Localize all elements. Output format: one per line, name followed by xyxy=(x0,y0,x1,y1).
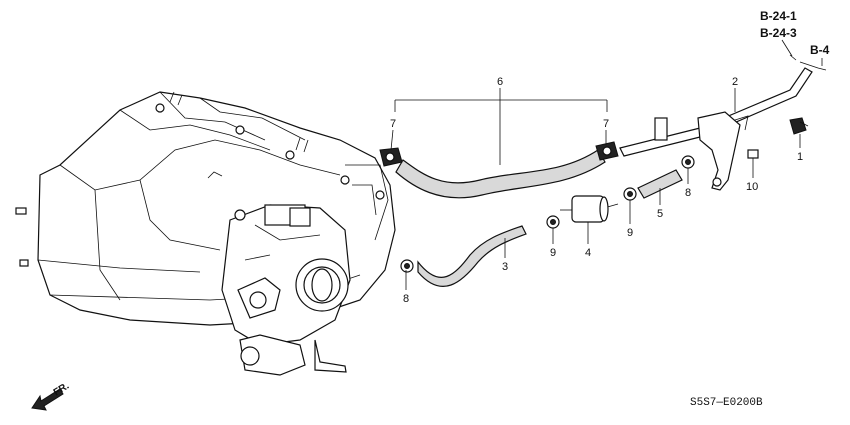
ref-b24-3: B-24-3 xyxy=(760,26,797,40)
callout-8-right: 8 xyxy=(685,187,691,199)
water-filter-4 xyxy=(560,195,619,223)
water-hose-5 xyxy=(637,169,683,199)
hose-clamp-8-right xyxy=(681,155,695,169)
callout-2: 2 xyxy=(732,76,738,88)
hose-clamp-9-right xyxy=(623,187,637,201)
pipe-clip-1 xyxy=(789,117,809,135)
callout-3: 3 xyxy=(502,261,508,273)
callout-6: 6 xyxy=(497,76,503,88)
water-hose-6 xyxy=(395,149,606,199)
front-direction-arrow: FR. xyxy=(31,381,71,411)
callout-9-left: 9 xyxy=(550,247,556,259)
callout-1: 1 xyxy=(797,151,803,163)
hose-clamp-9-left xyxy=(546,215,560,229)
callout-4: 4 xyxy=(585,247,591,259)
ref-b24-1: B-24-1 xyxy=(760,9,797,23)
diagram-code: S5S7—E0200B xyxy=(690,397,763,409)
throttle-body xyxy=(221,204,351,376)
callout-7-left: 7 xyxy=(390,118,396,130)
callout-9-right: 9 xyxy=(627,227,633,239)
callout-8-left: 8 xyxy=(403,293,409,305)
water-pipe-2 xyxy=(619,54,827,191)
bolt-10 xyxy=(747,149,759,166)
callout-10: 10 xyxy=(746,181,758,193)
hose-clamp-7-right xyxy=(595,141,619,161)
callout-7-right: 7 xyxy=(603,118,609,130)
leader-lines xyxy=(390,39,823,290)
callout-5: 5 xyxy=(657,208,663,220)
ref-b4: B-4 xyxy=(810,43,830,57)
hose-clamp-7-left xyxy=(379,147,403,167)
hose-clamp-8-left xyxy=(400,259,414,273)
water-hose-3 xyxy=(417,225,527,287)
